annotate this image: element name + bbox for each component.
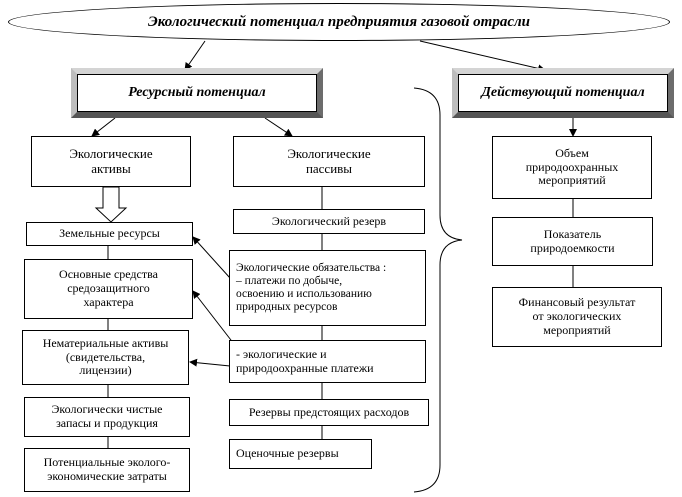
future-expenses-reserve-box: Резервы предстоящих расходов bbox=[229, 399, 429, 426]
eco-obligations-box: Экологические обязательства : – платежи … bbox=[229, 250, 426, 326]
land-resources-box: Земельные ресурсы bbox=[26, 222, 193, 246]
curly-brace bbox=[413, 87, 463, 493]
active-potential-frame: Действующий потенциал bbox=[452, 68, 674, 118]
arrow-resource-to-liabilities bbox=[264, 117, 293, 137]
nature-intensity-box: Показатель природоемкости bbox=[492, 217, 653, 266]
fixed-assets-box: Основные средства средозащитного характе… bbox=[24, 259, 193, 319]
diagram-title: Экологический потенциал предприятия газо… bbox=[8, 3, 670, 41]
estimated-reserves-box: Оценочные резервы bbox=[229, 439, 372, 469]
eco-assets-box: Экологические активы bbox=[31, 136, 191, 187]
arrow-obligations-to-intangible bbox=[192, 290, 235, 345]
arrow-obligations-to-land bbox=[192, 236, 231, 279]
clean-stocks-box: Экологически чистые запасы и продукция bbox=[24, 397, 190, 437]
arrow-title-to-active bbox=[419, 40, 546, 73]
intangible-assets-box: Нематериальные активы (свидетельства, ли… bbox=[22, 330, 189, 385]
block-arrow-assets bbox=[94, 186, 128, 223]
arrow-resource-to-assets bbox=[91, 117, 116, 137]
financial-result-box: Финансовый результат от экологических ме… bbox=[492, 287, 662, 347]
arrow-payments-to-intangible bbox=[189, 358, 231, 367]
potential-costs-box: Потенциальные эколого- экономические зат… bbox=[24, 448, 190, 492]
eco-liabilities-box: Экологические пассивы bbox=[233, 136, 425, 187]
env-measures-volume-box: Объем природоохранных мероприятий bbox=[492, 136, 652, 199]
active-potential-label: Действующий потенциал bbox=[481, 85, 645, 100]
eco-payments-box: - экологические и природоохранные платеж… bbox=[229, 340, 426, 383]
eco-reserve-box: Экологический резерв bbox=[233, 209, 425, 234]
arrow-title-to-resource bbox=[184, 40, 206, 71]
resource-potential-label: Ресурсный потенциал bbox=[128, 85, 266, 100]
resource-potential-frame: Ресурсный потенциал bbox=[71, 68, 323, 118]
